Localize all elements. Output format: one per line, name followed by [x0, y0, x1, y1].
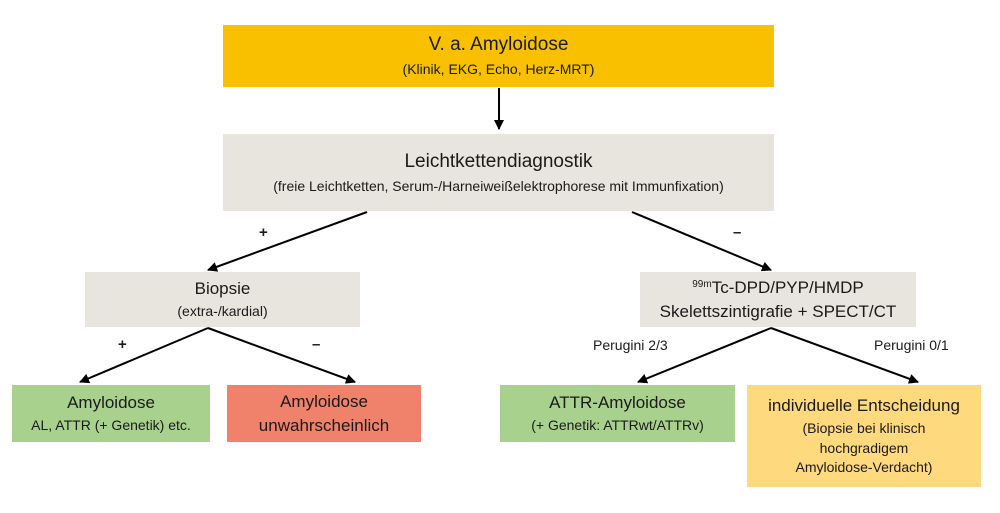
node-title: V. a. Amyloidose: [428, 34, 569, 56]
node-subtitle: (extra-/kardial): [177, 303, 268, 320]
edge-scinti-to-individual: [770, 327, 919, 384]
edge-lightchain-to-scinti: [631, 211, 772, 272]
node-line1: Amyloidose: [280, 392, 368, 412]
node-amyloidosis-unlikely: Amyloidose unwahrscheinlich: [227, 385, 421, 442]
edge-lightchain-to-biopsy: [207, 211, 368, 272]
node-subtitle-line1: (Biopsie bei klinisch: [802, 420, 926, 437]
node-subtitle-line2: hochgradigem: [819, 439, 909, 456]
node-title: 99mTc-DPD/PYP/HMDP: [692, 277, 864, 298]
node-title: ATTR-Amyloidose: [549, 393, 686, 413]
node-title: Amyloidose: [67, 393, 155, 413]
node-individual-decision: individuelle Entscheidung (Biopsie bei k…: [747, 385, 981, 487]
node-subtitle-line3: Amyloidose-Verdacht): [795, 459, 933, 476]
node-title: Biopsie: [194, 279, 251, 299]
node-subtitle: (+ Genetik: ATTRwt/ATTRv): [531, 417, 704, 434]
edge-label-biopsy-negative: –: [312, 336, 321, 353]
node-amyloidosis-result: Amyloidose AL, ATTR (+ Genetik) etc.: [12, 385, 210, 442]
node-suspected-amyloidosis: V. a. Amyloidose (Klinik, EKG, Echo, Her…: [223, 25, 774, 87]
node-title: individuelle Entscheidung: [768, 396, 960, 416]
edge-scinti-to-attr: [637, 327, 772, 384]
node-title-line2: Skelettszintigrafie + SPECT/CT: [659, 301, 897, 321]
node-title: Leichtkettendiagnostik: [404, 150, 593, 172]
edge-label-perugini-2-3: Perugini 2/3: [593, 337, 668, 353]
node-light-chain-diagnostics: Leichtkettendiagnostik (freie Leichtkett…: [223, 134, 774, 211]
edge-label-lightchain-positive: +: [259, 224, 268, 241]
node-biopsy: Biopsie (extra-/kardial): [85, 272, 360, 327]
isotope-superscript: 99m: [692, 279, 712, 291]
node-scintigraphy: 99mTc-DPD/PYP/HMDP Skelettszintigrafie +…: [640, 272, 916, 327]
edge-biopsy-to-amyloidose: [79, 327, 209, 384]
edge-biopsy-to-unlikely: [207, 327, 356, 384]
node-attr-amyloidosis: ATTR-Amyloidose (+ Genetik: ATTRwt/ATTRv…: [500, 385, 735, 442]
edge-label-perugini-0-1: Perugini 0/1: [874, 337, 949, 353]
node-line2: unwahrscheinlich: [258, 415, 390, 435]
edge-label-lightchain-negative: –: [733, 224, 742, 241]
edge-label-biopsy-positive: +: [118, 336, 127, 353]
node-subtitle: (Klinik, EKG, Echo, Herz-MRT): [402, 61, 595, 78]
node-subtitle: (freie Leichtketten, Serum-/Harneiweißel…: [273, 177, 724, 194]
tracer-names: Tc-DPD/PYP/HMDP: [711, 278, 864, 298]
node-subtitle: AL, ATTR (+ Genetik) etc.: [31, 417, 191, 434]
